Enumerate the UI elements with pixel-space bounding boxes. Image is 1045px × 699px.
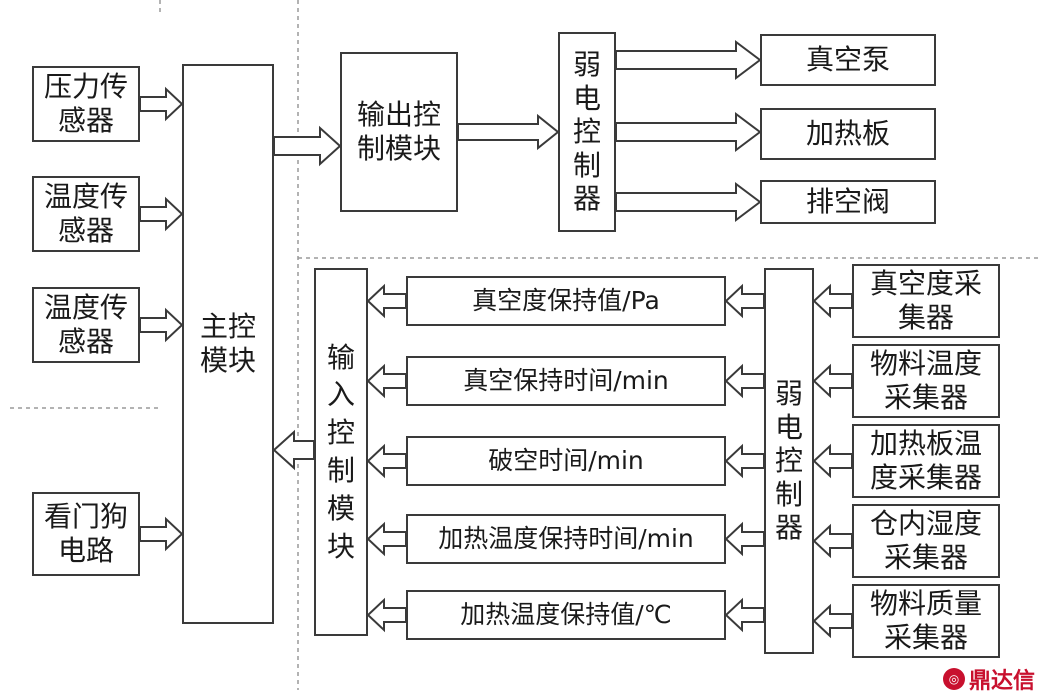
logo-icon: ◎ bbox=[942, 668, 965, 690]
collector-vacuum-degree: 真空度采集器 bbox=[852, 264, 1000, 338]
temperature-sensor-label-1: 温度传感器 bbox=[43, 180, 128, 247]
collector-material-mass: 物料质量采集器 bbox=[852, 584, 1000, 658]
arrow-relay-to-param-5 bbox=[724, 597, 765, 633]
param-heating-hold-value: 加热温度保持值/℃ bbox=[406, 590, 726, 640]
watermark-logo: ◎ 鼎达信 bbox=[942, 663, 1035, 695]
relay-controller-bottom: 弱电控制器 bbox=[764, 268, 814, 654]
watchdog-circuit-box: 看门狗电路 bbox=[32, 492, 140, 576]
temperature-sensor-box-2: 温度传感器 bbox=[32, 287, 140, 363]
output-control-module: 输出控制模块 bbox=[340, 52, 458, 212]
arrow-sensor-to-main-3 bbox=[139, 307, 184, 343]
relay-controller-top-label: 弱电控制器 bbox=[572, 48, 601, 216]
main-control-module: 主控模块 bbox=[182, 64, 274, 624]
arrow-param-to-input-control-1 bbox=[366, 283, 407, 319]
arrow-param-to-input-control-3 bbox=[366, 443, 407, 479]
arrow-param-to-input-control-2 bbox=[366, 363, 407, 399]
arrow-relay-to-output-3 bbox=[615, 182, 762, 222]
param-vacuum-hold-time: 真空保持时间/min bbox=[406, 356, 726, 406]
collector-heating-plate-temperature-label: 加热板温度采集器 bbox=[869, 427, 982, 494]
output-exhaust-valve-label: 排空阀 bbox=[805, 185, 890, 219]
input-control-label: 输入控制模块 bbox=[326, 340, 355, 563]
main-control-label: 主控模块 bbox=[199, 310, 256, 377]
output-vacuum-pump-label: 真空泵 bbox=[805, 43, 890, 77]
arrow-relay-to-param-1 bbox=[724, 283, 765, 319]
collector-vacuum-degree-label: 真空度采集器 bbox=[869, 267, 982, 334]
arrow-output-control-to-relay bbox=[457, 113, 560, 151]
output-exhaust-valve: 排空阀 bbox=[760, 180, 936, 224]
output-heating-plate: 加热板 bbox=[760, 108, 936, 160]
output-control-label: 输出控制模块 bbox=[356, 98, 441, 165]
temperature-sensor-box-1: 温度传感器 bbox=[32, 176, 140, 252]
param-break-vacuum-time-label: 破空时间/min bbox=[488, 446, 644, 475]
pressure-sensor-box: 压力传感器 bbox=[32, 66, 140, 142]
relay-controller-bottom-label: 弱电控制器 bbox=[774, 377, 803, 545]
collector-material-mass-label: 物料质量采集器 bbox=[869, 587, 982, 654]
input-control-module: 输入控制模块 bbox=[314, 268, 368, 636]
arrow-param-to-input-control-5 bbox=[366, 597, 407, 633]
arrow-param-to-input-control-4 bbox=[366, 521, 407, 557]
arrow-collector-to-relay-3 bbox=[812, 443, 853, 479]
collector-chamber-humidity-label: 仓内湿度采集器 bbox=[869, 507, 982, 574]
arrow-collector-to-relay-4 bbox=[812, 523, 853, 559]
output-heating-plate-label: 加热板 bbox=[805, 117, 890, 151]
arrow-sensor-to-main-1 bbox=[139, 86, 184, 122]
arrow-sensor-to-main-4 bbox=[139, 516, 184, 552]
param-break-vacuum-time: 破空时间/min bbox=[406, 436, 726, 486]
pressure-sensor-label: 压力传感器 bbox=[43, 70, 128, 137]
arrow-relay-to-output-2 bbox=[615, 112, 762, 152]
arrow-relay-to-param-3 bbox=[724, 443, 765, 479]
arrow-collector-to-relay-1 bbox=[812, 283, 853, 319]
watermark-text: 鼎达信 bbox=[968, 669, 1035, 694]
temperature-sensor-label-2: 温度传感器 bbox=[43, 291, 128, 358]
param-heating-hold-value-label: 加热温度保持值/℃ bbox=[460, 600, 672, 629]
arrow-main-to-output-control bbox=[273, 125, 342, 167]
param-vacuum-hold-value-label: 真空度保持值/Pa bbox=[472, 286, 660, 315]
param-vacuum-hold-value: 真空度保持值/Pa bbox=[406, 276, 726, 326]
collector-heating-plate-temperature: 加热板温度采集器 bbox=[852, 424, 1000, 498]
arrow-collector-to-relay-5 bbox=[812, 603, 853, 639]
param-vacuum-hold-time-label: 真空保持时间/min bbox=[463, 366, 669, 395]
arrow-input-control-to-main bbox=[272, 429, 315, 471]
arrow-sensor-to-main-2 bbox=[139, 196, 184, 232]
collector-chamber-humidity: 仓内湿度采集器 bbox=[852, 504, 1000, 578]
param-heating-hold-time-label: 加热温度保持时间/min bbox=[438, 524, 694, 553]
arrow-relay-to-param-2 bbox=[724, 363, 765, 399]
arrow-collector-to-relay-2 bbox=[812, 363, 853, 399]
arrow-relay-to-param-4 bbox=[724, 521, 765, 557]
relay-controller-top: 弱电控制器 bbox=[558, 32, 616, 232]
collector-material-temperature-label: 物料温度采集器 bbox=[869, 347, 982, 414]
output-vacuum-pump: 真空泵 bbox=[760, 34, 936, 86]
dashed-separators bbox=[10, 0, 1040, 690]
watchdog-circuit-label: 看门狗电路 bbox=[43, 500, 128, 567]
collector-material-temperature: 物料温度采集器 bbox=[852, 344, 1000, 418]
param-heating-hold-time: 加热温度保持时间/min bbox=[406, 514, 726, 564]
arrow-relay-to-output-1 bbox=[615, 40, 762, 80]
